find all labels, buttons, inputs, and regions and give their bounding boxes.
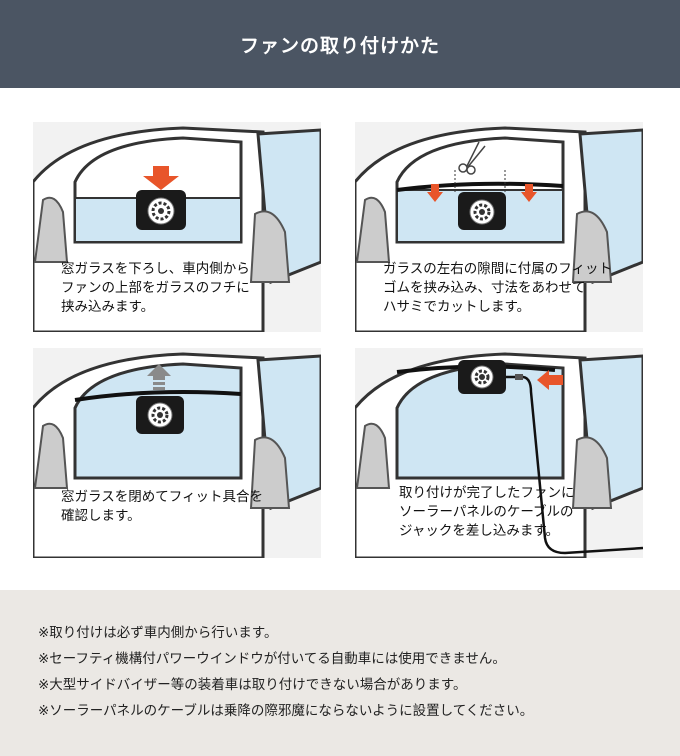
step-1-illustration xyxy=(33,126,321,332)
step-4-panel: 取り付けが完了したファンに ソーラーパネルのケーブルの ジャックを差し込みます。 xyxy=(355,348,643,558)
step-1-panel: 窓ガラスを下ろし、車内側から ファンの上部をガラスのフチに 挟み込みます。 xyxy=(33,122,321,332)
fan-icon xyxy=(458,192,506,230)
step-2-caption: ガラスの左右の隙間に付属のフィット ゴムを挟み込み、寸法をあわせて ハサミでカッ… xyxy=(383,261,612,315)
page-title: ファンの取り付けかた xyxy=(239,34,440,57)
step-3-illustration xyxy=(33,352,321,558)
notes-list: ※取り付けは必ず車内側から行います。 ※セーフティ機構付パワーウインドウが付いて… xyxy=(0,590,680,724)
step-2-illustration xyxy=(355,126,643,332)
step-4-caption: 取り付けが完了したファンに ソーラーパネルのケーブルの ジャックを差し込みます。 xyxy=(399,485,575,539)
note-item: ※取り付けは必ず車内側から行います。 xyxy=(38,625,278,641)
step-2-panel: ガラスの左右の隙間に付属のフィット ゴムを挟み込み、寸法をあわせて ハサミでカッ… xyxy=(355,122,643,332)
fan-icon xyxy=(458,360,506,394)
fan-icon xyxy=(136,190,186,230)
note-item: ※大型サイドバイザー等の装着車は取り付けできない場合があります。 xyxy=(38,677,467,693)
up-arrow-icon xyxy=(147,364,171,390)
note-item: ※ソーラーパネルのケーブルは乗降の際邪魔にならないように設置してください。 xyxy=(38,703,534,719)
step-4-illustration xyxy=(355,352,643,558)
left-arrow-icon xyxy=(537,370,563,390)
down-arrow-icon xyxy=(427,184,537,202)
notes-section: ※取り付けは必ず車内側から行います。 ※セーフティ機構付パワーウインドウが付いて… xyxy=(0,590,680,756)
down-arrow-icon xyxy=(143,166,179,190)
note-item: ※セーフティ機構付パワーウインドウが付いてる自動車には使用できません。 xyxy=(38,651,506,667)
step-3-caption: 窓ガラスを閉めてフィット具合を 確認します。 xyxy=(61,489,263,524)
step-1-caption: 窓ガラスを下ろし、車内側から ファンの上部をガラスのフチに 挟み込みます。 xyxy=(61,261,250,315)
scissors-icon xyxy=(458,141,486,175)
step-3-panel: 窓ガラスを閉めてフィット具合を 確認します。 xyxy=(33,348,321,558)
fan-icon xyxy=(136,396,184,434)
header-banner: ファンの取り付けかた xyxy=(0,0,680,88)
